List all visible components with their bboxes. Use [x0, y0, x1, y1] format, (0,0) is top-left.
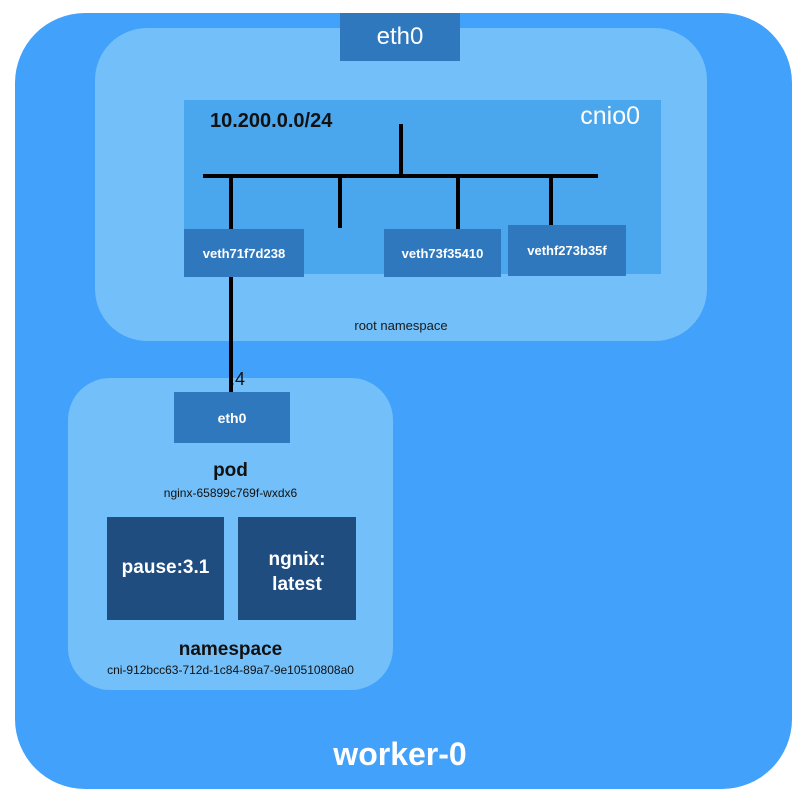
bridge-name: cnio0	[580, 101, 640, 130]
pod-name: nginx-65899c769f-wxdx6	[163, 486, 298, 500]
veth-interface-1: veth71f7d238	[184, 229, 304, 277]
container-nginx-label: ngnix: latest	[268, 549, 326, 595]
pod-address-suffix: .4	[230, 368, 246, 389]
namespace-name: cni-912bcc63-712d-1c84-89a7-9e10510808a0	[107, 663, 354, 677]
pod-eth0-interface: eth0	[174, 392, 290, 443]
host-eth0-interface: eth0	[340, 13, 460, 61]
container-pause: pause:3.1	[107, 517, 224, 620]
container-nginx: ngnix: latest	[238, 517, 356, 620]
worker-label: worker-0	[333, 735, 467, 772]
root-namespace-label: root namespace	[354, 317, 448, 333]
veth-interface-3: vethf273b35f	[508, 225, 626, 276]
namespace-title: namespace	[178, 639, 283, 660]
pod-title: pod	[213, 460, 248, 481]
veth-interface-2: veth73f35410	[384, 229, 501, 277]
bridge-cidr: 10.200.0.0/24	[210, 109, 333, 132]
container-pause-label: pause:3.1	[121, 557, 210, 578]
